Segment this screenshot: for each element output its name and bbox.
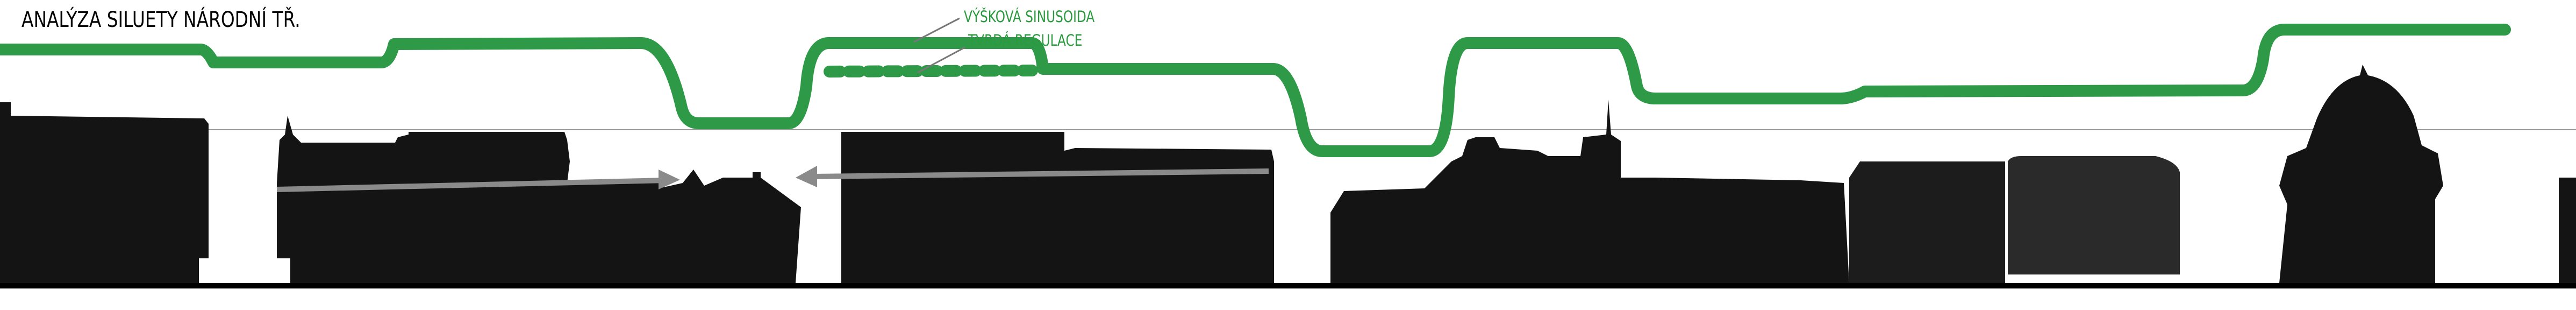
legend-hard-regulation: TVRDÁ REGULACE (968, 31, 1083, 50)
arrow-right-head (659, 170, 680, 189)
legend-leader-regulation (917, 46, 965, 74)
page-title: ANALÝZA SILUETY NÁRODNÍ TŘ. (22, 8, 300, 32)
arrows (276, 166, 1269, 192)
arrow-right (276, 178, 667, 192)
far-right-edge (2559, 178, 2576, 283)
arrow-left-head (796, 166, 817, 187)
buildings (0, 65, 2576, 283)
legend-height-sinusoid: VÝŠKOVÁ SINUSOIDA (964, 8, 1095, 26)
arrow-left (811, 168, 1269, 179)
legend-leader-sinusoid (913, 17, 960, 43)
building-block-6 (1849, 161, 2005, 283)
building-block-2 (277, 116, 659, 283)
height-sinusoid-line (0, 24, 2511, 157)
building-block-1 (0, 102, 209, 283)
ground-strip (0, 283, 2576, 288)
building-block-5 (1330, 100, 1849, 283)
building-block-7 (2008, 156, 2180, 274)
national-theatre (2279, 65, 2443, 283)
building-block-3 (659, 170, 801, 283)
building-block-4 (841, 132, 1274, 283)
hard-regulation-line (824, 65, 1038, 78)
